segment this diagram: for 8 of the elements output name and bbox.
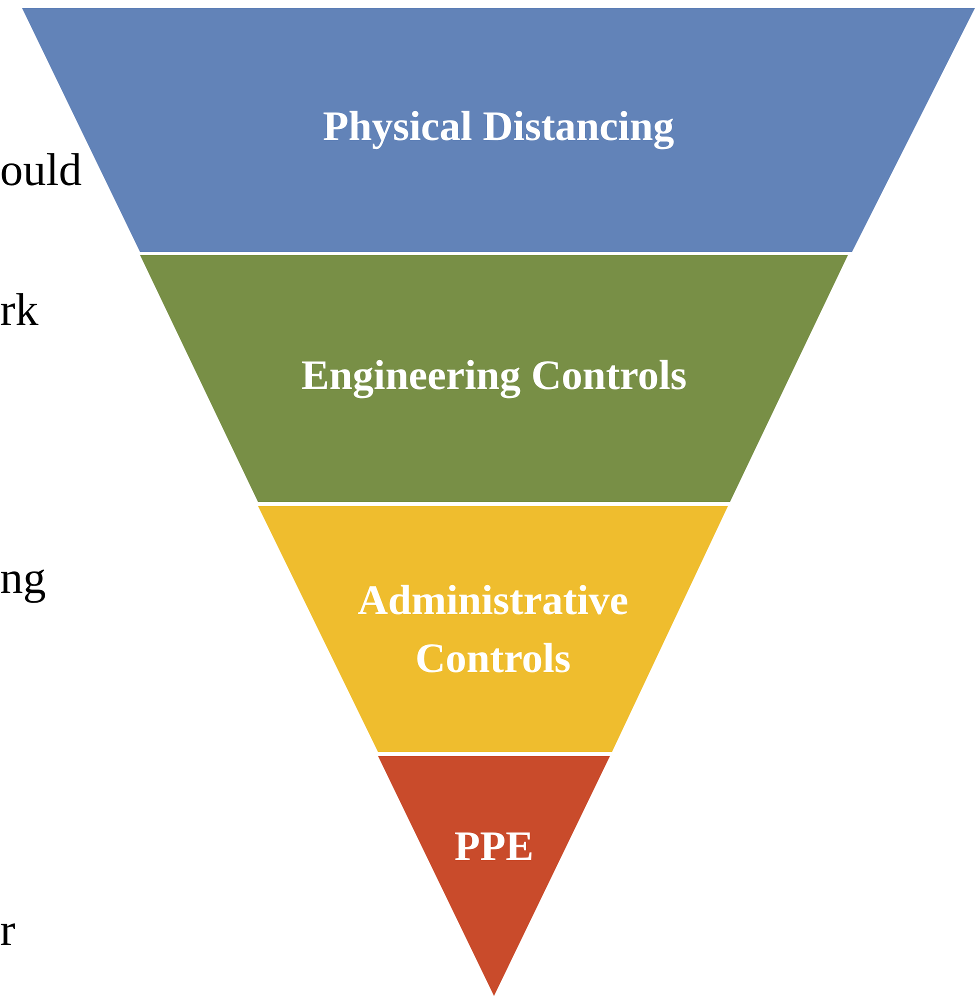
- cut-off-text: rk: [0, 285, 38, 335]
- band-label: PPE: [454, 823, 534, 872]
- cut-off-text: ng: [0, 553, 46, 603]
- band-label: Administrative Controls: [356, 577, 630, 684]
- cut-off-text: ould: [0, 145, 82, 195]
- cut-off-text: r: [0, 905, 16, 955]
- band-label: Engineering Controls: [301, 352, 687, 401]
- band-label: Physical Distancing: [322, 103, 674, 152]
